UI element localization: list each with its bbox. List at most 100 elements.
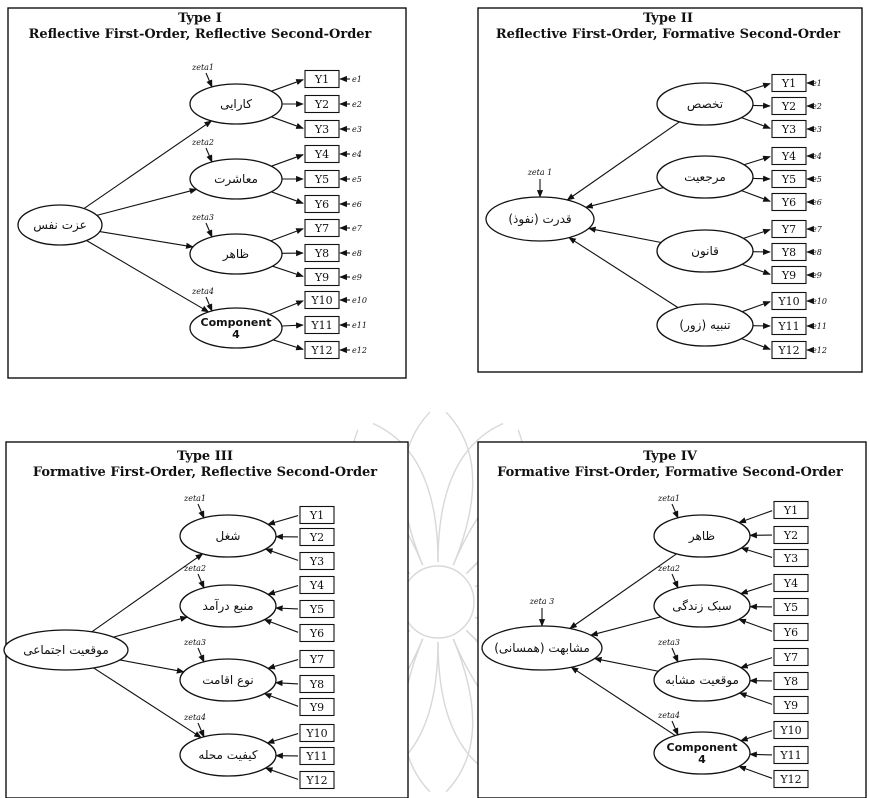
indicator-label: Y10: [779, 724, 801, 737]
indicator-label: Y2: [781, 100, 796, 113]
first-order-construct: [189, 307, 283, 349]
first-order-label: ظاهر: [222, 247, 249, 262]
loading-arrow: [272, 265, 304, 278]
first-order-label: Component: [667, 741, 738, 754]
error-term-label: e12: [352, 346, 367, 355]
zeta-label: zeta1: [657, 494, 680, 503]
indicator-label: Y2: [314, 98, 329, 111]
watermark-petal: [445, 638, 474, 793]
first-order-label: Component: [201, 316, 272, 329]
second-order-label: قدرت (نفوذ): [508, 212, 571, 227]
panel-type-2-title: Type II: [643, 11, 693, 26]
watermark-petal: [445, 411, 474, 566]
loading-arrow: [743, 228, 771, 239]
indicator-label: Y11: [777, 320, 799, 333]
zeta-label: zeta2: [191, 138, 214, 147]
error-term-label: e8: [812, 248, 822, 257]
zeta-label: zeta3: [191, 213, 214, 222]
loading-arrow: [271, 79, 304, 92]
first-order-construct: [189, 233, 283, 275]
indicator-label: Y11: [779, 749, 801, 762]
indicator-label: Y11: [310, 319, 332, 332]
indicator-box: [773, 671, 809, 691]
second-order-formative-arrow: [590, 616, 661, 637]
loading-arrow: [743, 82, 771, 93]
indicator-label: Y8: [309, 678, 324, 691]
indicator-label: Y2: [309, 531, 324, 544]
indicator-box: [304, 243, 340, 263]
watermark-center: [401, 565, 475, 639]
zeta-label: zeta2: [657, 564, 680, 573]
zeta-arrow: [671, 503, 679, 519]
loading-arrow: [271, 154, 304, 167]
indicator-label: Y6: [781, 196, 796, 209]
indicator-box: [304, 267, 340, 287]
indicator-label: Y10: [305, 727, 327, 740]
formative-arrow: [263, 693, 299, 707]
indicator-label: Y12: [310, 344, 332, 357]
first-order-construct: [653, 658, 751, 702]
indicator-box: [304, 169, 340, 189]
first-order-label: منبع درآمد: [202, 598, 253, 614]
indicator-label: Y12: [779, 773, 801, 786]
error-term-label: e9: [352, 273, 362, 282]
indicator-box: [771, 146, 807, 166]
first-order-label: موقعیت مشابه: [665, 673, 739, 688]
second-order-formative-arrow: [566, 121, 680, 201]
first-order-construct: [189, 83, 283, 125]
formative-arrow: [264, 548, 299, 561]
error-term-label: e9: [812, 271, 822, 280]
panel-p3-diagram: Y1Y2Y3Y4Y5Y6Y7Y8Y9Y10Y11Y12شغلzeta1منبع …: [3, 494, 335, 790]
indicator-label: Y5: [314, 173, 329, 186]
indicator-label: Y9: [309, 701, 324, 714]
zeta-arrow: [205, 222, 213, 238]
first-order-label: سبک زندگی: [672, 599, 731, 614]
indicator-box: [304, 194, 340, 214]
formative-arrow: [740, 657, 773, 669]
indicator-box: [771, 96, 807, 116]
error-term-label: e10: [812, 297, 827, 306]
formative-arrow: [740, 730, 773, 742]
panel-type-4-subtitle: Formative First-Order, Formative Second-…: [497, 465, 843, 480]
indicator-box: [299, 674, 335, 694]
indicator-box: [304, 119, 340, 139]
first-order-label: تنبیه (زور): [679, 318, 730, 333]
indicator-label: Y6: [314, 198, 329, 211]
error-term-label: e2: [812, 102, 822, 111]
first-order-construct: [189, 158, 283, 200]
second-order-loading-arrow: [119, 659, 185, 674]
indicator-label: Y5: [783, 601, 798, 614]
first-order-label: شغل: [216, 529, 241, 543]
indicator-box: [771, 291, 807, 311]
zeta-arrow: [205, 72, 213, 88]
zeta-label: zeta4: [657, 711, 680, 720]
second-order-formative-arrow: [588, 226, 662, 244]
indicator-label: Y5: [309, 603, 324, 616]
zeta-label: zeta4: [191, 287, 214, 296]
error-term-label: e7: [812, 225, 823, 234]
first-order-label: نوع اقامت: [202, 673, 253, 688]
loading-arrow: [741, 338, 771, 350]
indicator-label: Y3: [783, 552, 798, 565]
panel-type-3-title: Type III: [177, 449, 233, 464]
loading-arrow: [741, 301, 771, 313]
indicator-label: Y8: [783, 675, 798, 688]
first-order-construct: [656, 82, 754, 126]
second-order-loading-arrow: [113, 615, 188, 638]
second-order-label: عزت نفس: [33, 218, 87, 233]
indicator-box: [299, 505, 335, 525]
indicator-label: Y1: [309, 509, 324, 522]
indicator-box: [299, 527, 335, 547]
loading-arrow: [271, 191, 304, 204]
indicator-label: Y8: [781, 246, 796, 259]
first-order-construct: [656, 229, 754, 273]
indicator-box: [304, 94, 340, 114]
first-order-label: قانون: [691, 244, 719, 259]
loading-arrow: [271, 116, 304, 129]
first-order-label: 4: [698, 753, 706, 766]
indicator-box: [304, 340, 340, 360]
indicator-label: Y12: [777, 344, 799, 357]
first-order-label: کارایی: [220, 97, 252, 112]
